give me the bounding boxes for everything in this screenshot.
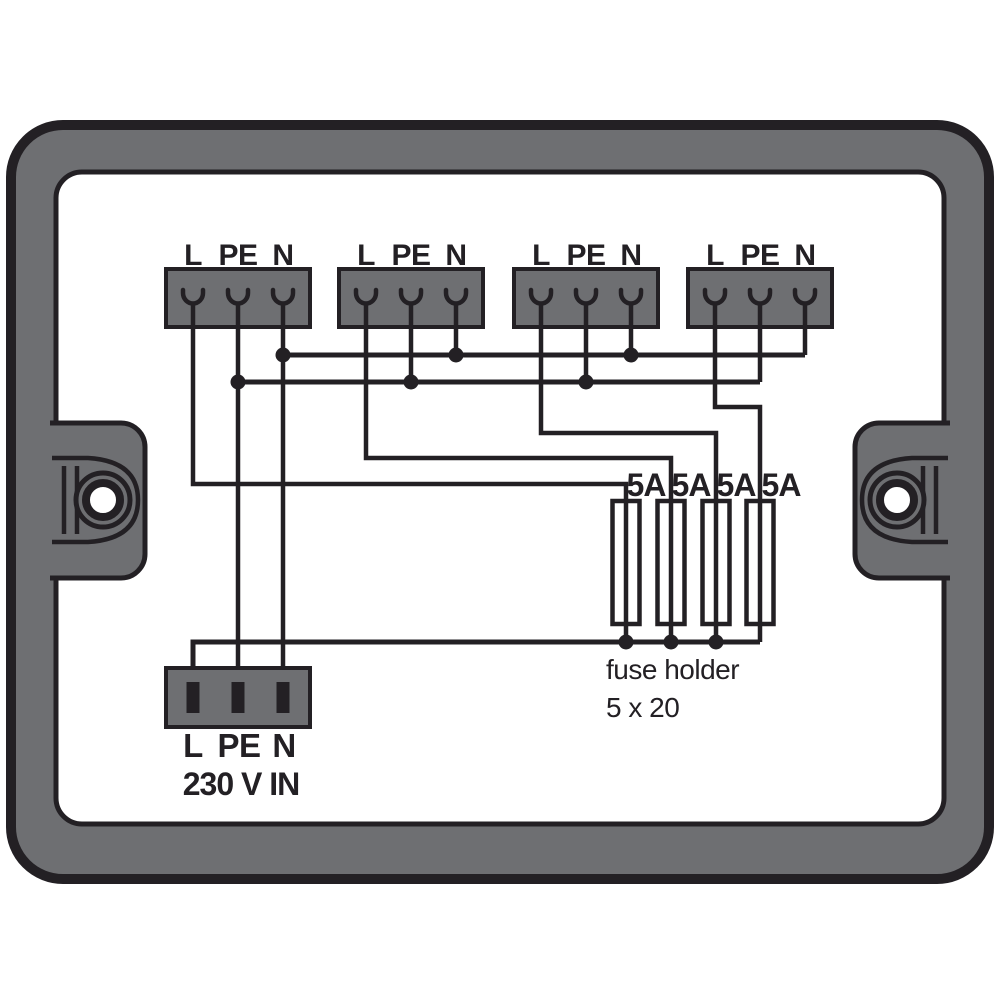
junction-dot [230,374,246,390]
junction-dot [275,347,291,363]
junction-dot [663,634,679,650]
input-label-pe: PE [217,727,260,764]
input-label-n: N [272,727,295,764]
junction-dot [448,347,464,363]
fuse-2-rating: 5A [672,467,712,503]
wire-output3-l-to-fuse3 [538,302,719,642]
input-voltage-caption: 230 V IN [183,766,300,802]
junction-dot [708,634,724,650]
input-terminal-pe [231,682,245,713]
terminal-label-n: N [445,239,466,272]
fuse-labels: 5A 5A 5A 5A fuse holder 5 x 20 [606,467,802,723]
junction-dots [230,347,724,650]
right-tab-eyelet-outline [859,455,948,545]
left-screw-hole [82,479,124,521]
terminal-label-pe: PE [218,239,257,272]
input-label-l: L [183,727,203,764]
terminal-label-pe: PE [740,239,779,272]
terminal-label-n: N [620,239,641,272]
input-terminal-n [276,682,290,713]
fuse-holder-caption: fuse holder [606,654,739,685]
left-tab-eyelet-outline [52,455,141,545]
fuse-size-caption: 5 x 20 [606,692,679,723]
terminal-label-n: N [794,239,815,272]
terminal-label-n: N [272,239,293,272]
terminal-label-l: L [184,239,202,272]
right-mounting-tab [852,420,950,581]
input-connector: L PE N 230 V IN [164,666,312,802]
fuse-4-rating: 5A [762,467,802,503]
junction-dot [623,347,639,363]
wire-output1-l-to-fuse1 [190,302,629,642]
enclosure [6,120,994,884]
input-terminal-l [186,682,200,713]
left-mounting-tab [50,420,148,581]
junction-dot [403,374,419,390]
right-screw-hole [876,479,918,521]
terminal-label-pe: PE [566,239,605,272]
terminal-label-pe: PE [391,239,430,272]
terminal-label-l: L [357,239,375,272]
junction-dot [618,634,634,650]
terminal-label-l: L [706,239,724,272]
fuse-1-rating: 5A [627,467,667,503]
junction-dot [578,374,594,390]
terminal-label-l: L [532,239,550,272]
fuse-3-rating: 5A [717,467,757,503]
